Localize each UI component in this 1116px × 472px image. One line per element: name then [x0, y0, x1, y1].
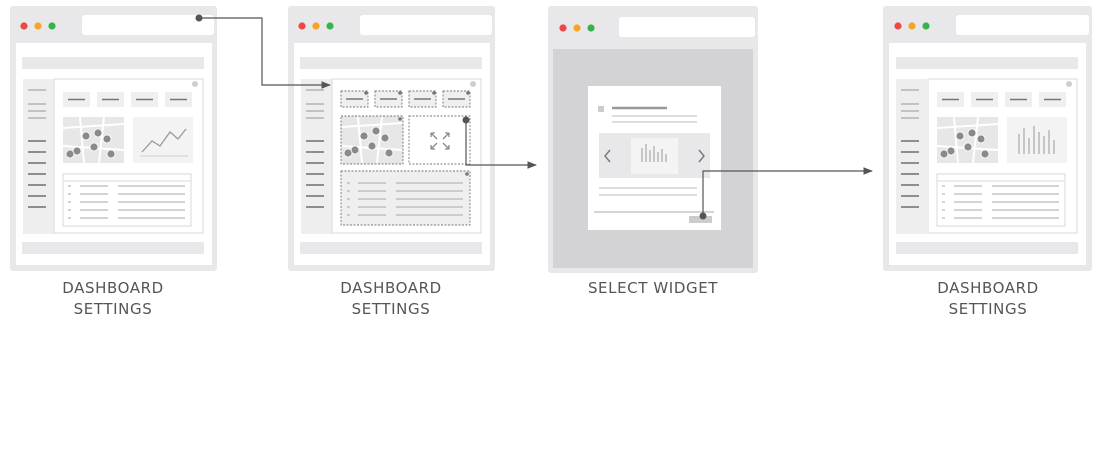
map-widget	[936, 116, 999, 164]
kpi-tiles-editable	[340, 90, 471, 108]
sidebar	[301, 79, 332, 234]
browser-window-step3	[548, 6, 758, 273]
chevron-left-icon	[604, 149, 611, 163]
browser-window-step1	[10, 6, 217, 271]
window-controls	[20, 22, 56, 30]
empty-widget-slot	[408, 115, 471, 165]
address-bar	[360, 15, 492, 35]
caption-step4: DASHBOARD SETTINGS	[937, 279, 1039, 318]
window-controls	[298, 22, 334, 30]
bar-chart-widget	[1007, 117, 1067, 163]
browser-window-step2	[288, 6, 495, 271]
map-widget-editable	[340, 115, 404, 165]
caption-step3: SELECT WIDGET	[587, 279, 719, 297]
kpi-tiles	[63, 92, 192, 107]
table-widget	[62, 173, 192, 227]
table-widget	[936, 173, 1066, 227]
expand-icon	[430, 132, 450, 150]
caption-step1: DASHBOARD SETTINGS	[62, 279, 164, 318]
connector-step2-to-step3	[462, 116, 537, 169]
sidebar	[896, 79, 927, 234]
widget-picker-dialog	[588, 86, 721, 230]
address-bar	[619, 17, 755, 37]
address-bar	[82, 15, 214, 35]
sidebar	[23, 79, 54, 234]
map-widget	[62, 116, 125, 164]
window-controls	[559, 24, 595, 32]
window-controls	[894, 22, 930, 30]
bar-chart-icon	[641, 144, 667, 162]
line-chart-widget	[133, 117, 193, 163]
table-widget-editable	[340, 170, 471, 226]
connector-step1-to-step2	[195, 14, 331, 89]
chevron-right-icon	[698, 149, 705, 163]
browser-window-step4	[883, 6, 1092, 271]
connector-step3-to-step4	[699, 167, 873, 220]
kpi-tiles	[937, 92, 1066, 107]
caption-step2: DASHBOARD SETTINGS	[340, 279, 442, 318]
select-button	[689, 216, 712, 223]
address-bar	[956, 15, 1089, 35]
